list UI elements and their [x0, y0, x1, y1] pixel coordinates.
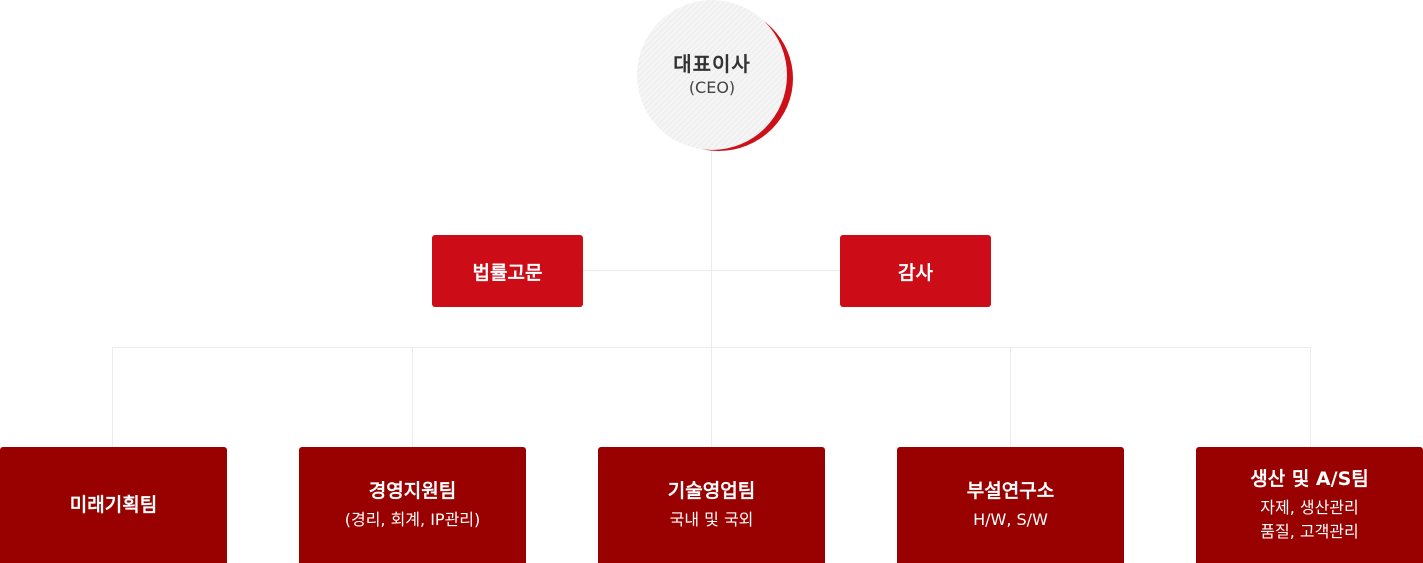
team-node-management: 경영지원팀 (경리, 회계, IP관리)	[299, 447, 526, 563]
connector-ceo-trunk	[711, 150, 712, 447]
team-description: H/W, S/W	[973, 510, 1048, 529]
team-description: 품질, 고객관리	[1260, 522, 1359, 541]
team-node-sales: 기술영업팀 국내 및 국외	[598, 447, 825, 563]
team-name: 기술영업팀	[667, 480, 756, 502]
team-name: 경영지원팀	[368, 480, 457, 502]
advisor-label: 법률고문	[472, 261, 543, 284]
team-description: 자제, 생산관리	[1260, 498, 1359, 517]
team-name: 부설연구소	[966, 480, 1055, 502]
team-node-production: 생산 및 A/S팀 자제, 생산관리 품질, 고객관리	[1196, 447, 1423, 563]
team-node-research: 부설연구소 H/W, S/W	[897, 447, 1124, 563]
connector-team-drop-5	[1310, 347, 1311, 447]
ceo-title: 대표이사	[673, 52, 751, 76]
team-name: 생산 및 A/S팀	[1250, 468, 1369, 490]
connector-team-bar	[112, 347, 1311, 348]
team-node-planning: 미래기획팀	[0, 447, 227, 563]
advisor-node-audit: 감사	[840, 235, 991, 307]
advisor-label: 감사	[898, 261, 933, 284]
advisor-node-legal: 법률고문	[432, 235, 583, 307]
team-description: 국내 및 국외	[669, 510, 754, 529]
ceo-subtitle: (CEO)	[688, 78, 736, 97]
ceo-node: 대표이사 (CEO)	[637, 0, 787, 150]
connector-team-drop-2	[412, 347, 413, 447]
connector-team-drop-1	[112, 347, 113, 447]
team-description: (경리, 회계, IP관리)	[344, 510, 481, 529]
team-name: 미래기획팀	[69, 494, 158, 516]
connector-advisor-bar	[583, 270, 840, 271]
connector-team-drop-4	[1010, 347, 1011, 447]
